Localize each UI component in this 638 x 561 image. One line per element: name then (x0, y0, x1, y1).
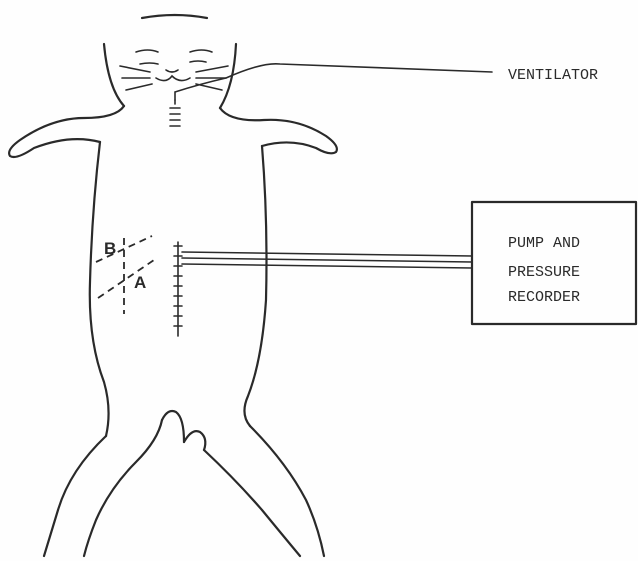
cat-body-outline (9, 106, 337, 556)
ventilator-tube (175, 64, 492, 100)
cat-head (104, 15, 236, 108)
ventilator-label: VENTILATOR (508, 67, 598, 84)
pump-tubing (182, 252, 472, 268)
tracheal-cannula (170, 100, 180, 126)
midline-suture (174, 242, 182, 336)
recorder-label-line1: PUMP AND (508, 235, 580, 252)
recorder-label-line3: RECORDER (508, 289, 580, 306)
recorder-label-line2: PRESSURE (508, 264, 580, 281)
incision-label-a: A (134, 273, 146, 292)
incision-label-b: B (104, 239, 116, 258)
cat-face (120, 50, 228, 90)
